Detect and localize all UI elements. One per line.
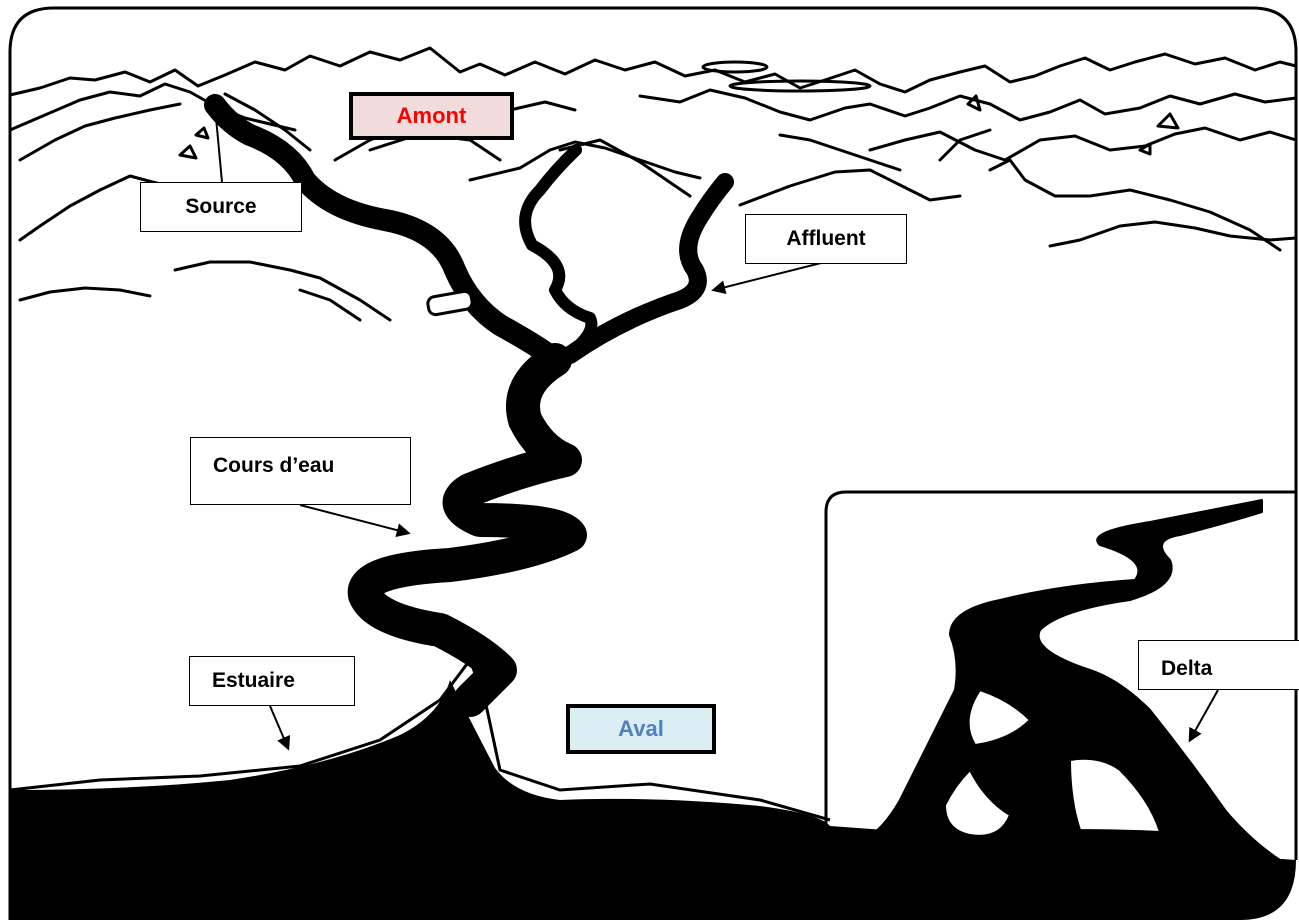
affluent-label: Affluent [745, 214, 907, 264]
cours-eau-label: Cours d’eau [190, 437, 411, 505]
delta-label: Delta [1138, 640, 1299, 690]
arrow-cours [299, 504, 411, 537]
amont-zone-label: Amont [349, 92, 514, 140]
main-river [204, 94, 587, 717]
frame-border [8, 6, 1298, 920]
arrow-delta [1188, 689, 1219, 743]
arrows [208, 93, 1219, 751]
dam [426, 289, 474, 317]
sea [10, 680, 1296, 920]
delta-river [859, 499, 1281, 861]
arrow-affluent [711, 261, 826, 295]
arrow-estuaire [269, 705, 291, 751]
delta-inset-frame [824, 490, 1296, 826]
aval-zone-label: Aval [566, 704, 716, 754]
tributary-middle [519, 144, 598, 366]
estuaire-label: Estuaire [189, 656, 355, 706]
source-label: Source [140, 182, 302, 232]
arrow-source [208, 93, 223, 183]
tributary-right [561, 173, 734, 364]
